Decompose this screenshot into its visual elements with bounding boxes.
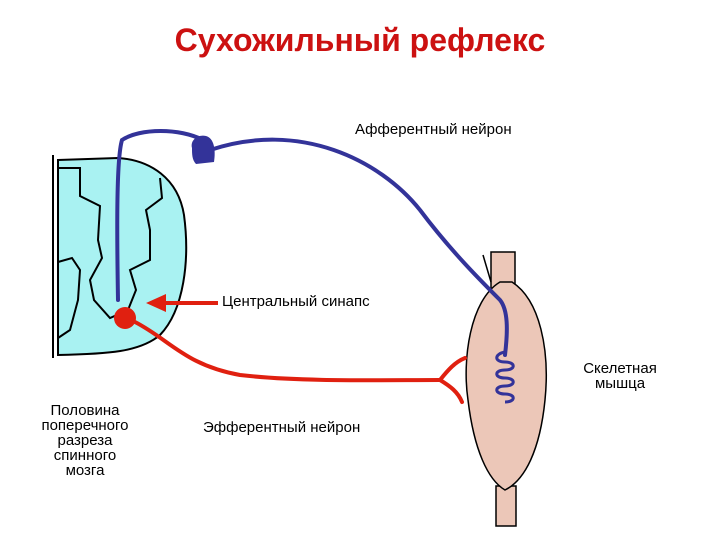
skeletal-muscle bbox=[465, 251, 547, 527]
cord-label-line1: Половина bbox=[50, 402, 120, 419]
afferent-axon-to-cord bbox=[115, 129, 205, 302]
muscle-tick bbox=[482, 254, 492, 283]
muscle-label-line1: Скелетная bbox=[583, 360, 657, 377]
efferent-terminal-upper bbox=[438, 356, 467, 382]
muscle-label-line2: мышца bbox=[594, 375, 646, 392]
spinal-cord-label: Половина поперечного разреза спинного мо… bbox=[20, 403, 150, 478]
diagram-title: Сухожильный рефлекс bbox=[174, 22, 546, 58]
afferent-neuron-label: Афферентный нейрон bbox=[355, 121, 512, 138]
synapse-arrow bbox=[146, 294, 218, 312]
grey-matter-outline bbox=[58, 167, 164, 320]
afferent-neuron bbox=[115, 129, 515, 404]
efferent-neuron-label: Эфферентный нейрон bbox=[203, 419, 361, 436]
cord-label-line3: разреза bbox=[57, 432, 113, 449]
efferent-axon bbox=[133, 320, 442, 383]
efferent-terminal-lower bbox=[438, 378, 464, 404]
central-synapse-label: Центральный синапс bbox=[222, 293, 370, 310]
afferent-cell-body bbox=[191, 135, 215, 164]
afferent-axon-to-muscle bbox=[208, 137, 509, 357]
grey-matter-inner bbox=[57, 256, 82, 339]
efferent-neuron bbox=[114, 307, 467, 404]
cord-label-line2: поперечного bbox=[41, 417, 129, 434]
afferent-receptor-spiral bbox=[495, 350, 515, 404]
cord-label-line4: спинного bbox=[53, 447, 117, 464]
skeletal-muscle-label: Скелетная мышца bbox=[560, 361, 680, 391]
tendon-bottom bbox=[495, 485, 517, 527]
efferent-cell-body bbox=[114, 307, 136, 329]
cord-label-line5: мозга bbox=[65, 462, 105, 479]
